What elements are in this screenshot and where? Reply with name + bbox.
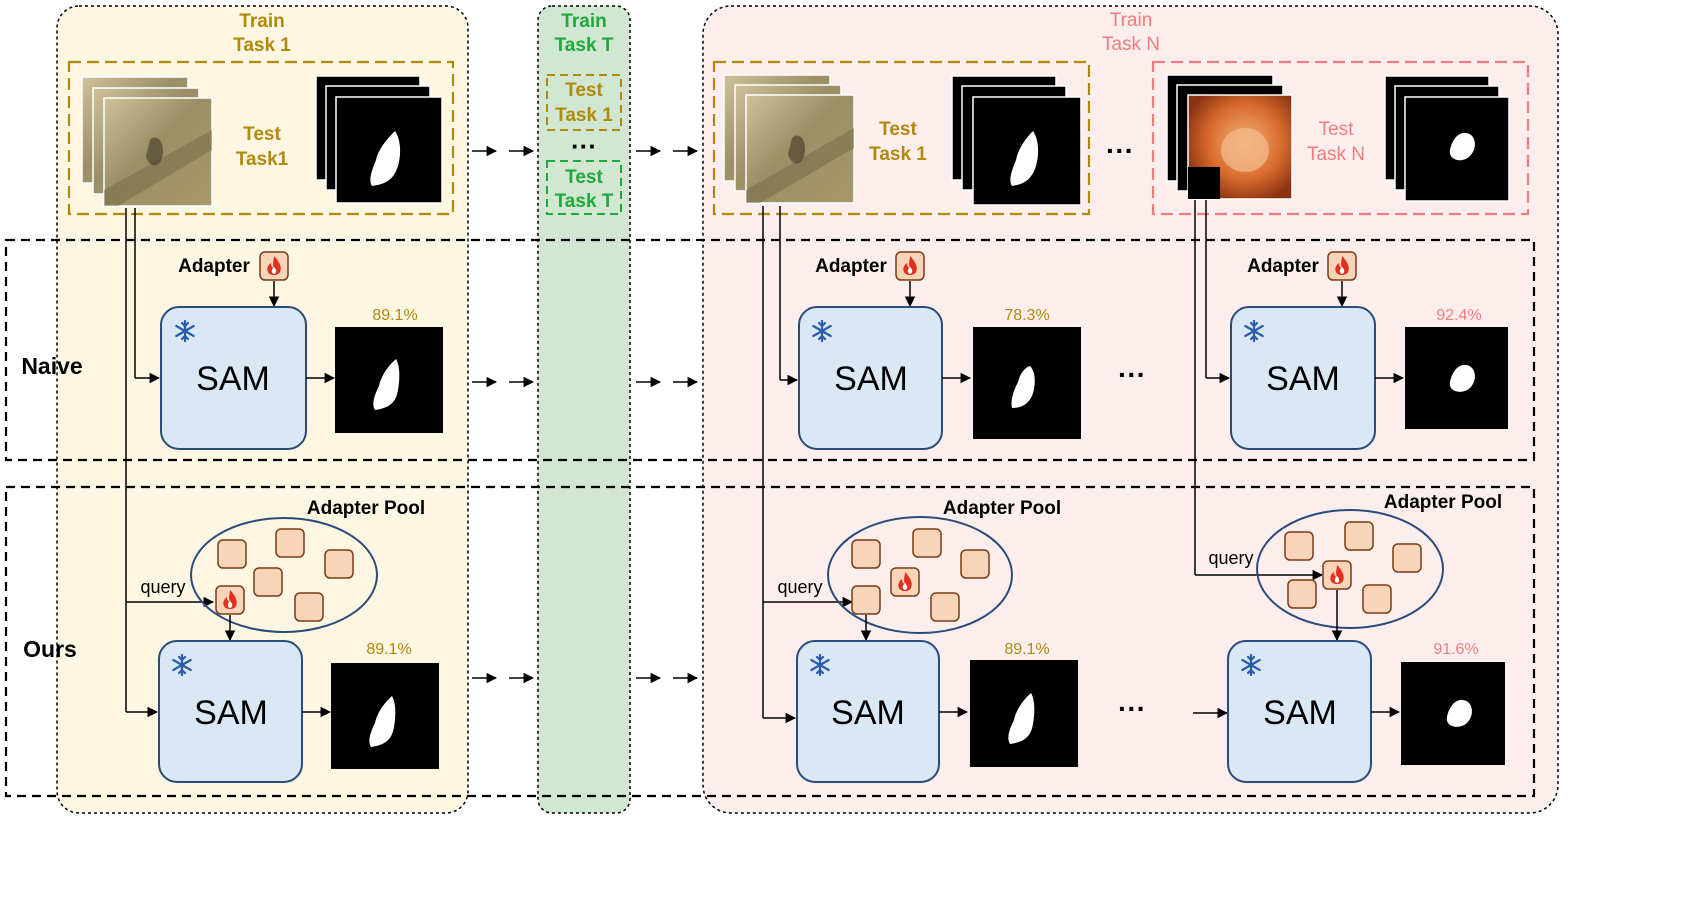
taskT-ellipsis: ···: [571, 131, 597, 161]
task1-mask-stack: [315, 75, 443, 204]
taskT-testT-task: Task T: [555, 191, 614, 212]
naive-fire-icon-2: [895, 251, 925, 281]
ours-score-3: 91.6%: [1433, 641, 1478, 658]
naive-sam-label-3: SAM: [1266, 360, 1340, 398]
adapter-pool-3: [1256, 509, 1444, 629]
naive-score-1: 89.1%: [372, 307, 417, 324]
ours-row-label: Ours: [23, 636, 77, 662]
naive-row-frame: [4, 238, 1536, 462]
taskT-panel: [537, 5, 631, 814]
ours-pool-label-2: Adapter Pool: [943, 498, 1061, 519]
ours-fire-icon-1: [215, 585, 245, 615]
taskN-testN-label: Test: [1319, 119, 1355, 140]
flow-arrows: [472, 145, 699, 684]
taskN-testN-mask-stack: [1384, 75, 1510, 202]
adapter-icon: [851, 539, 881, 569]
adapter-icon: [253, 567, 283, 597]
adapter-icon: [960, 549, 990, 579]
adapter-icon: [1284, 531, 1314, 561]
ours-query-label-1: query: [140, 577, 185, 597]
adapter-icon: [1287, 579, 1317, 609]
adapter-icon: [912, 528, 942, 558]
adapter-icon: [1362, 584, 1392, 614]
naive-adapter-label-2: Adapter: [815, 256, 887, 277]
taskN-test1-image-stack: [723, 74, 855, 204]
task1-task-title: Task 1: [233, 35, 291, 56]
adapter-icon: [294, 592, 324, 622]
taskN-test1-box: [712, 60, 1091, 216]
adapter-icon: [1344, 521, 1374, 551]
taskT-test1-task: Task 1: [555, 105, 613, 126]
ours-fire-icon-3: [1322, 560, 1352, 590]
naive-sam-label-1: SAM: [196, 360, 270, 398]
taskT-test1-label: Test: [565, 80, 603, 101]
taskT-train-title: Train: [561, 11, 606, 32]
taskN-test1-label: Test: [879, 119, 917, 140]
task1-test-box: [67, 60, 455, 216]
ours-ellipsis: ···: [1118, 693, 1146, 724]
taskT-testT-label: Test: [565, 167, 603, 188]
taskN-testN-box: [1151, 60, 1530, 216]
adapter-pool-2: [827, 516, 1013, 634]
ours-query-label-2: query: [777, 577, 822, 597]
naive-adapter-label-1: Adapter: [178, 256, 250, 277]
adapter-icon: [851, 585, 881, 615]
taskT-task-title: Task T: [555, 35, 614, 56]
taskN-test1-mask-stack: [951, 75, 1082, 206]
ours-pool-label-1: Adapter Pool: [307, 498, 425, 519]
naive-ellipsis: ···: [1118, 359, 1146, 390]
taskN-panel: [702, 5, 1559, 814]
naive-fire-icon-1: [259, 251, 289, 281]
taskN-test1-task-label: Task 1: [869, 144, 927, 165]
adapter-icon: [217, 539, 247, 569]
adapter-pool-1: [190, 517, 378, 633]
adapter-icon: [1392, 543, 1422, 573]
adapter-icon: [324, 549, 354, 579]
naive-sam-label-2: SAM: [834, 360, 908, 398]
ours-row-frame: [4, 485, 1536, 798]
task1-train-title: Train: [239, 11, 284, 32]
ours-fire-icon-2: [890, 567, 920, 597]
naive-fire-icon-3: [1327, 251, 1357, 281]
task1-image-stack: [81, 76, 213, 207]
taskT-testT-box: [546, 160, 622, 215]
naive-row-label: Naive: [21, 353, 82, 379]
adapter-icon: [275, 528, 305, 558]
adapter-icon: [930, 592, 960, 622]
taskN-train-title: Train: [1110, 10, 1153, 31]
taskN-testN-task-label: Task N: [1307, 144, 1365, 165]
naive-score-2: 78.3%: [1004, 307, 1049, 324]
ours-score-1: 89.1%: [366, 641, 411, 658]
task1-test-task-label: Task1: [236, 149, 289, 170]
naive-score-3: 92.4%: [1436, 307, 1481, 324]
naive-adapter-label-3: Adapter: [1247, 256, 1319, 277]
ours-sam-label-1: SAM: [194, 694, 268, 732]
ours-sam-label-3: SAM: [1263, 694, 1337, 732]
taskN-top-ellipsis: ···: [1106, 135, 1134, 166]
ours-sam-label-2: SAM: [831, 694, 905, 732]
taskN-testN-image-stack: [1166, 74, 1293, 200]
task1-test-label: Test: [243, 124, 281, 145]
ours-query-label-3: query: [1208, 548, 1253, 568]
connector-lines: [125, 200, 1324, 724]
ours-pool-label-3: Adapter Pool: [1384, 492, 1502, 513]
taskN-task-title: Task N: [1102, 34, 1160, 55]
ours-score-2: 89.1%: [1004, 641, 1049, 658]
